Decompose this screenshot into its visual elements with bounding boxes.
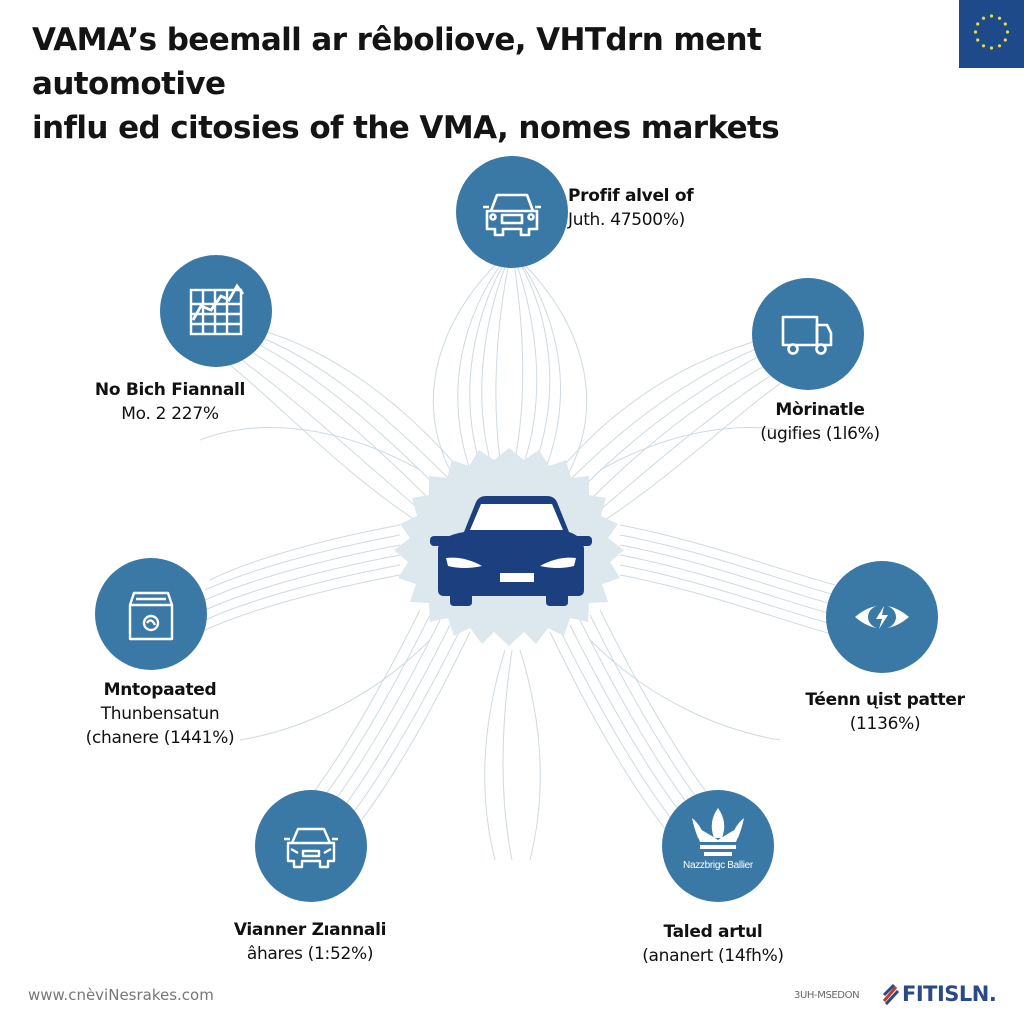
node-title: Mntopaated [103,680,217,700]
node-top-circle[interactable] [456,156,568,268]
node-value: âhares (1:52%) [246,944,374,964]
node-upper-left-circle[interactable] [160,255,272,367]
node-value: (1136%) [849,714,921,734]
node-title: Téenn ųist patter [805,690,965,710]
footer-small-text: 3UH-MSEDON [794,990,860,1001]
node-value: Mo. 2 227% [121,404,219,424]
car-front-icon [483,193,541,237]
node-bottom-left-circle[interactable] [255,790,367,902]
page-title: VAMA’s beemall ar rêboliove, VHTdrn ment… [32,18,932,150]
node-bottom-right-circle[interactable]: Nazzbrigc Ballier [662,790,774,902]
node-upper-left-label: No Bich Fiannall Mo. 2 227% [80,378,260,426]
node-left-label: Mntopaated Thunbensatun (chanere (1441%) [60,678,260,750]
node-bottom-left-label: Vianner Zıannali âhares (1:52%) [215,918,405,966]
node-value: (ugifies (1l6%) [760,424,880,444]
title-line-2: influ ed citosies of the VMA, nomes mark… [32,110,780,146]
node-right-circle[interactable] [826,561,938,673]
node-value: (ananert (14fh%) [642,946,784,966]
node-right-label: Téenn ųist patter (1136%) [790,688,980,736]
crown-logo-icon [692,808,744,856]
car-front-icon [430,496,592,606]
footer-url[interactable]: www.cnèviNesrakes.com [28,986,214,1004]
car-front-icon [284,827,338,869]
stripe-logo-icon [882,983,900,1005]
eu-flag-icon [959,0,1024,68]
node-top-label: Profif alvel of Juth. 47500%) [568,184,718,232]
node-title: No Bich Fiannall [94,380,246,400]
box-icon [128,591,174,641]
truck-icon [781,315,833,355]
node-bottom-right-label: Taled artul (ananert (14fh%) [618,920,808,968]
node-title: Mòrinatle [775,400,865,420]
node-upper-right-label: Mòrinatle (ugifies (1l6%) [740,398,900,446]
footer-brand-text: FITISLN. [902,982,997,1006]
node-value: (chanere (1441%) [85,728,235,748]
chart-grid-icon [189,283,245,336]
node-badge-text: Nazzbrigc Ballier [683,860,753,871]
node-left-circle[interactable] [95,558,207,670]
node-subtitle: Thunbensatun [100,704,220,724]
node-title: Taled artul [663,922,763,942]
lightning-eye-icon [855,605,909,629]
node-title: Profif alvel of [568,186,694,206]
central-hub [384,440,634,650]
title-line-1: VAMA’s beemall ar rêboliove, VHTdrn ment… [32,22,762,102]
node-upper-right-circle[interactable] [752,278,864,390]
node-title: Vianner Zıannali [233,920,387,940]
footer-brand-logo: FITISLN. [882,982,997,1006]
node-value: Juth. 47500%) [568,210,686,230]
